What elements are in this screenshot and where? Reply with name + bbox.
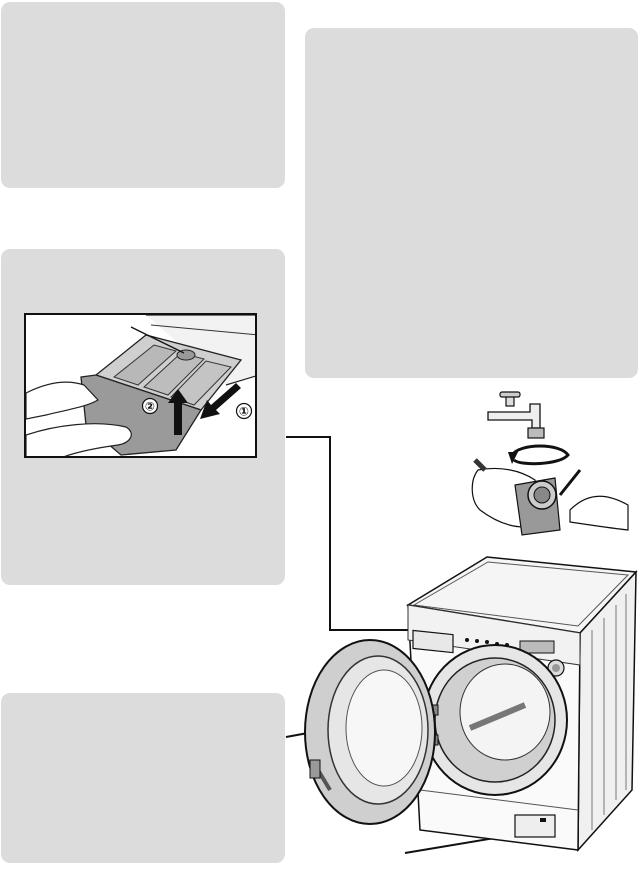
drawer-callout-line (286, 436, 420, 631)
service-flap-callout-line (404, 829, 544, 854)
step-number-2: ② (145, 400, 155, 414)
panel-bottom-left (1, 693, 285, 863)
door-callout-line (285, 732, 309, 738)
detergent-drawer-illustration: ② ① (24, 313, 257, 458)
panel-top-left (1, 2, 285, 188)
step-number-1: ① (239, 405, 249, 419)
filter-cleaning-icon (471, 458, 629, 536)
water-tap-icon (487, 391, 545, 439)
left-hand (26, 381, 99, 420)
machine-door (304, 639, 436, 825)
rotate-arrow-icon (510, 444, 570, 466)
drawer-leader-line (130, 326, 185, 354)
right-hand (26, 423, 132, 456)
panel-top-right (305, 28, 638, 378)
arrow-lift-up-icon (168, 389, 188, 435)
machine-detergent-drawer (412, 629, 454, 654)
washing-machine (405, 556, 638, 852)
service-flap (514, 814, 556, 838)
drawer-drawing: ② ① (26, 315, 255, 456)
arrow-pull-out-icon (200, 383, 241, 419)
